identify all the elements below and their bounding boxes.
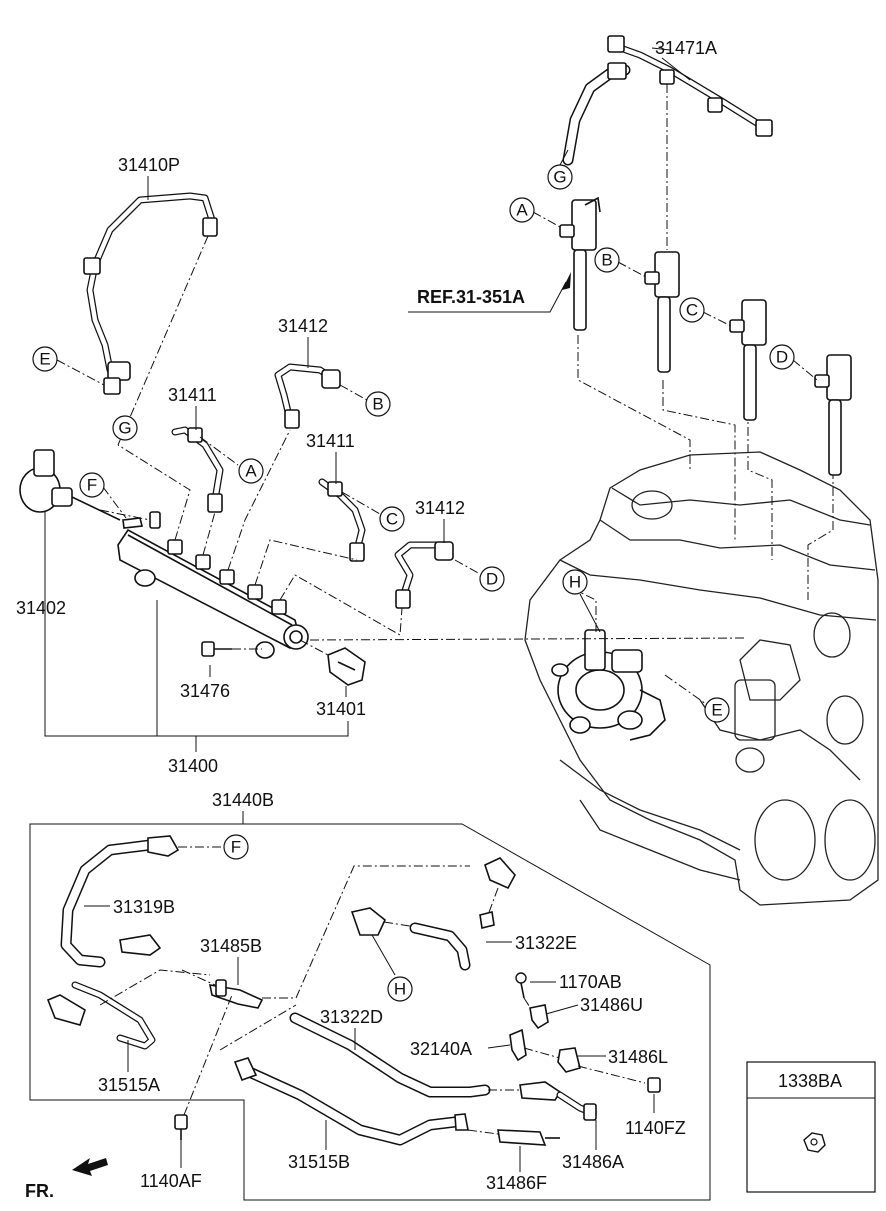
bolt-31476 bbox=[201, 641, 262, 657]
bracket-31486U bbox=[529, 1004, 549, 1030]
svg-text:B: B bbox=[372, 395, 383, 414]
svg-text:G: G bbox=[118, 419, 131, 438]
label-31319B: 31319B bbox=[113, 897, 175, 917]
label-31412-mid: 31412 bbox=[415, 498, 465, 518]
label-ref-31-351A: REF.31-351A bbox=[417, 287, 525, 307]
connector-31485B bbox=[181, 865, 470, 1009]
label-31486F: 31486F bbox=[486, 1173, 547, 1193]
svg-text:A: A bbox=[245, 462, 257, 481]
label-31411-top: 31411 bbox=[168, 385, 217, 405]
label-31401: 31401 bbox=[316, 699, 366, 719]
svg-text:D: D bbox=[776, 348, 788, 367]
svg-text:B: B bbox=[601, 251, 612, 270]
callout-e-wiring: E bbox=[32, 346, 105, 386]
bolt-1140FZ bbox=[647, 1077, 661, 1093]
svg-text:G: G bbox=[553, 168, 566, 187]
callout-a-injector: A bbox=[509, 197, 563, 229]
callout-h-engine: H bbox=[562, 569, 601, 633]
pipe-31411-mid bbox=[318, 478, 381, 562]
callout-c-pipe: C bbox=[379, 506, 405, 532]
label-31400: 31400 bbox=[168, 756, 218, 776]
label-1140FZ: 1140FZ bbox=[625, 1118, 686, 1138]
fuel-rail bbox=[99, 429, 747, 659]
label-31486A: 31486A bbox=[562, 1152, 624, 1172]
part-box-1338BA bbox=[746, 1061, 876, 1193]
injector-4 bbox=[814, 354, 852, 476]
injector-2 bbox=[644, 251, 680, 373]
engine-block bbox=[524, 335, 879, 906]
pipe-31411-top bbox=[171, 426, 239, 513]
label-31322E: 31322E bbox=[515, 933, 577, 953]
label-31411-mid: 31411 bbox=[306, 431, 355, 451]
pipe-31412-top bbox=[274, 363, 368, 429]
callout-h-lower: H bbox=[371, 934, 413, 1002]
label-31485B: 31485B bbox=[200, 936, 262, 956]
return-line-31471A bbox=[562, 35, 773, 250]
svg-text:F: F bbox=[87, 476, 97, 495]
svg-text:A: A bbox=[516, 201, 528, 220]
label-31476: 31476 bbox=[180, 681, 230, 701]
wiring-31410P bbox=[83, 192, 218, 446]
svg-text:E: E bbox=[39, 350, 50, 369]
label-31440B: 31440B bbox=[212, 790, 274, 810]
hose-31515B bbox=[219, 1004, 469, 1146]
pipe-31412-mid bbox=[394, 541, 481, 609]
svg-text:H: H bbox=[569, 573, 581, 592]
group-outline-31440B bbox=[29, 823, 711, 1201]
label-31515B: 31515B bbox=[288, 1152, 350, 1172]
pressure-valve-31402 bbox=[19, 449, 121, 521]
label-31471A: 31471A bbox=[655, 38, 717, 58]
callout-f-hose: F bbox=[223, 834, 249, 860]
front-label: FR. bbox=[25, 1181, 54, 1201]
label-1140AF: 1140AF bbox=[140, 1171, 202, 1191]
callout-c-injector: C bbox=[679, 297, 732, 327]
high-pressure-fuel-pump bbox=[551, 629, 666, 741]
svg-text:C: C bbox=[686, 301, 698, 320]
label-1338BA: 1338BA bbox=[778, 1071, 842, 1091]
label-31402: 31402 bbox=[16, 598, 66, 618]
label-31322D: 31322D bbox=[320, 1007, 383, 1027]
callout-b-injector: B bbox=[594, 247, 647, 278]
injector-1 bbox=[559, 196, 601, 331]
svg-text:C: C bbox=[386, 510, 398, 529]
callout-e-engine: E bbox=[664, 674, 730, 723]
svg-text:D: D bbox=[486, 570, 498, 589]
hose-31319B bbox=[60, 835, 223, 968]
label-31486U: 31486U bbox=[580, 995, 643, 1015]
label-31515A: 31515A bbox=[98, 1075, 160, 1095]
sensor-31401 bbox=[299, 639, 366, 686]
front-direction-indicator: FR. bbox=[25, 1158, 108, 1201]
fitting-31486F bbox=[467, 1129, 560, 1146]
label-31486L: 31486L bbox=[608, 1047, 668, 1067]
bolt-1170AB bbox=[515, 972, 536, 1016]
hose-31322D bbox=[289, 1012, 597, 1121]
label-1170AB: 1170AB bbox=[559, 972, 622, 992]
svg-text:H: H bbox=[394, 980, 406, 999]
label-31412-top: 31412 bbox=[278, 316, 328, 336]
callout-b-pipe: B bbox=[365, 391, 391, 417]
svg-text:F: F bbox=[231, 838, 241, 857]
bracket-31486L bbox=[557, 1047, 646, 1084]
hose-31515A bbox=[46, 969, 211, 1050]
callout-f-rail: F bbox=[79, 472, 143, 529]
label-32140A: 32140A bbox=[410, 1039, 472, 1059]
callout-g-rail: G bbox=[112, 415, 138, 441]
clip-32140A bbox=[509, 1028, 561, 1062]
callout-d-injector: D bbox=[769, 344, 818, 381]
callout-d-pipe: D bbox=[479, 566, 505, 592]
label-31410P: 31410P bbox=[118, 155, 180, 175]
bolt-1140AF bbox=[174, 994, 233, 1140]
svg-text:E: E bbox=[711, 701, 722, 720]
callout-a-pipe: A bbox=[238, 458, 264, 484]
front-arrow-icon bbox=[72, 1158, 108, 1176]
hose-31322E bbox=[350, 857, 516, 971]
injector-3 bbox=[729, 299, 767, 421]
callout-g-top: G bbox=[547, 149, 573, 190]
